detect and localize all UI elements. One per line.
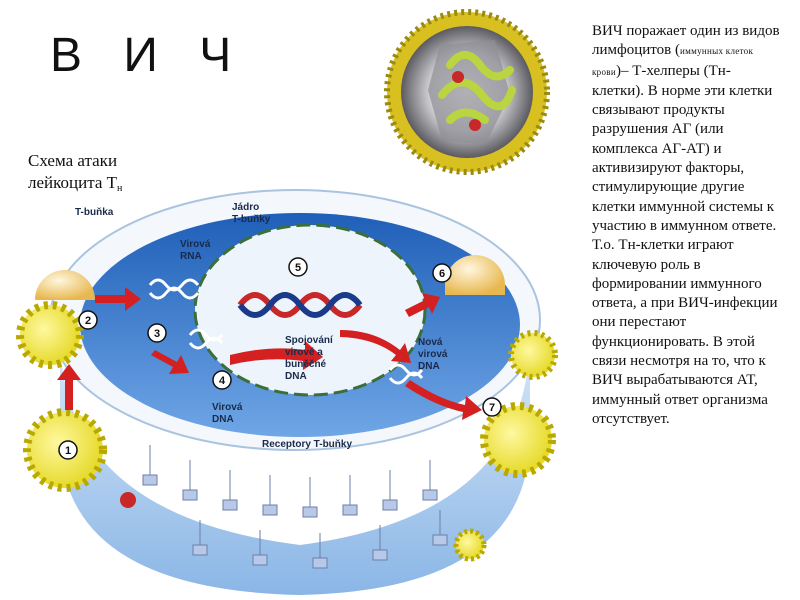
step-6: 6: [432, 263, 452, 283]
virus-particle-3: [508, 330, 558, 380]
cell-body-base: [60, 335, 530, 595]
svg-text:1: 1: [65, 445, 71, 457]
arrow-2: [95, 287, 141, 311]
svg-text:7: 7: [489, 402, 495, 414]
label-new-dna-2: virová: [418, 349, 448, 360]
arrow-5: [340, 330, 411, 363]
arrow-4: [230, 341, 323, 370]
slide-title: В И Ч: [50, 29, 246, 82]
caption-line-1: Схема атаки: [28, 151, 118, 170]
label-dna-2: DNA: [212, 414, 234, 425]
paragraph-1-small: иммунных клеток крови: [592, 46, 754, 77]
paragraph-1: ВИЧ поражает один из видов лимфоцитов (и…: [592, 23, 780, 234]
hiv-virion-image: [384, 9, 550, 175]
t-cell-attack-diagram: T-buňka Jádro T-buňky Virová RNA Virová …: [16, 189, 558, 595]
step-5: 5: [288, 257, 308, 277]
joined-dna-helix: [237, 292, 363, 318]
label-rna-2: RNA: [180, 251, 202, 262]
label-rna-1: Virová: [180, 239, 211, 250]
svg-text:5: 5: [295, 262, 301, 274]
step-4: 4: [212, 370, 232, 390]
receptors: [120, 445, 448, 569]
arrow-1: [57, 364, 81, 410]
label-nucleus-2: T-buňky: [232, 214, 271, 225]
viral-bud-left: [35, 270, 95, 300]
label-joined-2: virové a: [285, 347, 323, 358]
label-new-dna-3: DNA: [418, 361, 440, 372]
svg-text:4: 4: [219, 375, 226, 387]
label-joined-4: DNA: [285, 371, 307, 382]
diagram-caption: Схема атаки лейкоцита Тн: [28, 150, 168, 200]
viral-bud-right: [445, 255, 505, 295]
caption-subscript: н: [117, 183, 123, 194]
arrow-7: [405, 380, 482, 420]
label-joined-1: Spojování: [285, 335, 334, 346]
svg-text:2: 2: [85, 315, 91, 327]
svg-text:3: 3: [154, 328, 160, 340]
paragraph-2: Т.о. Тн-клетки играют ключевую роль в фо…: [592, 237, 778, 427]
step-7: 7: [482, 397, 502, 417]
step-2: 2: [78, 310, 98, 330]
virion-rna: [438, 51, 516, 124]
virus-particle-2: [16, 301, 84, 369]
label-t-cell: T-buňka: [75, 207, 114, 218]
label-dna-1: Virová: [212, 402, 243, 413]
label-new-dna-1: Nová: [418, 337, 443, 348]
virus-particle-5: [453, 528, 487, 562]
step-3: 3: [147, 323, 167, 343]
label-receptors: Receptory T-buňky: [262, 439, 352, 450]
caption-line-2: лейкоцита Тн: [28, 173, 123, 194]
viral-strands: [148, 278, 424, 385]
viral-rna-strand: [148, 278, 200, 292]
hiv-description: ВИЧ поражает один из видов лимфоцитов (и…: [592, 22, 782, 429]
label-joined-3: buněčné: [285, 359, 327, 370]
step-markers: 1 2 3 4 5 6 7: [58, 257, 502, 460]
label-nucleus-1: Jádro: [232, 202, 259, 213]
step-1: 1: [58, 440, 78, 460]
process-arrows: [57, 287, 482, 420]
arrow-3: [151, 350, 189, 374]
virus-particle-4: [480, 402, 556, 478]
receptor-red-marker: [120, 492, 136, 508]
arrow-6: [405, 293, 440, 317]
svg-text:6: 6: [439, 268, 445, 280]
